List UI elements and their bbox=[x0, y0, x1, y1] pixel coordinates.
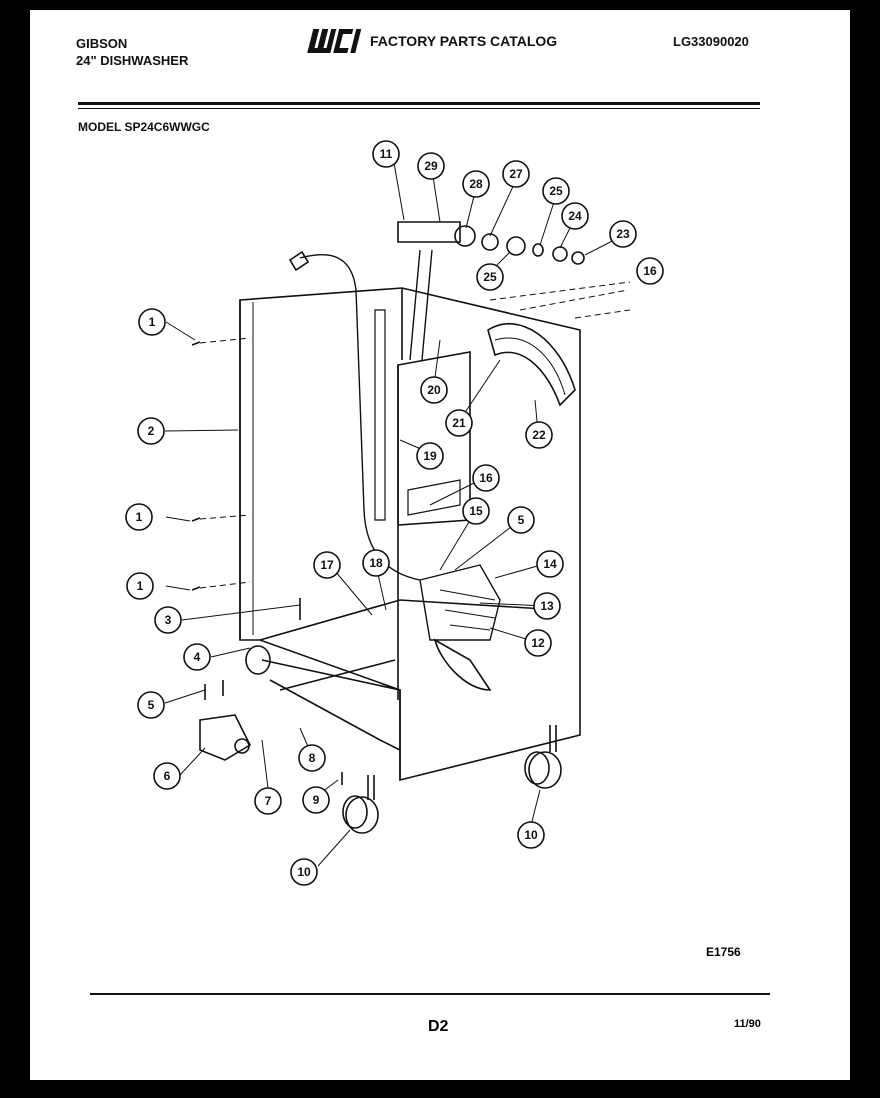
svg-text:28: 28 bbox=[469, 177, 483, 191]
svg-text:9: 9 bbox=[313, 793, 320, 807]
svg-text:11: 11 bbox=[380, 147, 393, 161]
svg-text:16: 16 bbox=[479, 471, 493, 485]
svg-text:2: 2 bbox=[148, 424, 155, 438]
svg-text:5: 5 bbox=[148, 698, 155, 712]
callout-2: 2 bbox=[137, 417, 165, 445]
callout-10a: 10 bbox=[290, 858, 318, 886]
svg-text:24: 24 bbox=[568, 209, 582, 223]
callout-1c: 1 bbox=[126, 572, 154, 600]
brand-name: GIBSON bbox=[76, 36, 128, 51]
page-number: D2 bbox=[428, 1018, 449, 1035]
callout-16a: 16 bbox=[636, 257, 664, 285]
svg-text:10: 10 bbox=[524, 828, 538, 842]
callout-21: 21 bbox=[445, 409, 473, 437]
power-cord bbox=[299, 254, 421, 581]
svg-text:7: 7 bbox=[265, 794, 272, 808]
callout-12: 12 bbox=[524, 629, 552, 657]
callout-1a: 1 bbox=[138, 308, 166, 336]
svg-text:1: 1 bbox=[136, 510, 143, 524]
svg-text:8: 8 bbox=[309, 751, 316, 765]
svg-text:10: 10 bbox=[297, 865, 311, 879]
callout-1b: 1 bbox=[125, 503, 153, 531]
callout-16b: 16 bbox=[472, 464, 500, 492]
svg-text:18: 18 bbox=[369, 556, 383, 570]
model-number: MODEL SP24C6WWGC bbox=[78, 120, 210, 134]
callout-4: 4 bbox=[183, 643, 211, 671]
svg-text:23: 23 bbox=[616, 227, 630, 241]
catalog-title: FACTORY PARTS CATALOG bbox=[370, 33, 558, 49]
callout-7: 7 bbox=[254, 787, 282, 815]
svg-text:4: 4 bbox=[194, 650, 201, 664]
header-rule-thin bbox=[78, 108, 760, 109]
callout-19: 19 bbox=[416, 442, 444, 470]
svg-text:25: 25 bbox=[549, 184, 563, 198]
svg-text:19: 19 bbox=[423, 449, 437, 463]
callout-6: 6 bbox=[153, 762, 181, 790]
callout-29: 29 bbox=[417, 152, 445, 180]
svg-text:3: 3 bbox=[165, 613, 172, 627]
callout-23: 23 bbox=[609, 220, 637, 248]
svg-text:13: 13 bbox=[540, 599, 554, 613]
wci-logo bbox=[307, 29, 362, 53]
svg-text:14: 14 bbox=[543, 557, 557, 571]
callout-5a: 5 bbox=[137, 691, 165, 719]
caster-left bbox=[342, 775, 379, 834]
callout-20: 20 bbox=[420, 376, 448, 404]
callout-8: 8 bbox=[298, 744, 326, 772]
svg-text:15: 15 bbox=[469, 504, 483, 518]
svg-text:16: 16 bbox=[643, 264, 657, 278]
callout-25b: 25 bbox=[476, 263, 504, 291]
callout-14: 14 bbox=[536, 550, 564, 578]
callout-28: 28 bbox=[462, 170, 490, 198]
callout-25a: 25 bbox=[542, 177, 570, 205]
callout-24: 24 bbox=[561, 202, 589, 230]
revision-date: 11/90 bbox=[734, 1018, 761, 1030]
callout-11: 11 bbox=[372, 140, 400, 168]
svg-text:6: 6 bbox=[164, 769, 171, 783]
svg-text:22: 22 bbox=[532, 428, 546, 442]
diagram-code: E1756 bbox=[706, 945, 741, 959]
product-name: 24" DISHWASHER bbox=[76, 53, 189, 68]
svg-text:25: 25 bbox=[483, 270, 497, 284]
catalog-number: LG33090020 bbox=[673, 34, 749, 49]
callout-15: 15 bbox=[462, 497, 490, 525]
svg-text:1: 1 bbox=[149, 315, 156, 329]
svg-text:12: 12 bbox=[531, 636, 545, 650]
svg-text:17: 17 bbox=[320, 558, 334, 572]
header-rule bbox=[78, 102, 760, 105]
cabinet-frame bbox=[239, 287, 581, 782]
callout-17: 17 bbox=[313, 551, 341, 579]
svg-text:5: 5 bbox=[518, 513, 525, 527]
parts-sheet: GIBSON 24" DISHWASHER FACTORY PARTS CATA… bbox=[30, 10, 850, 1080]
callout-27: 27 bbox=[502, 160, 530, 188]
exploded-parts-diagram: 1 2 1 1 3 4 5 6 7 8 9 10 10 11 29 28 27 … bbox=[125, 140, 664, 886]
callout-13: 13 bbox=[533, 592, 561, 620]
callout-9: 9 bbox=[302, 786, 330, 814]
svg-text:27: 27 bbox=[509, 167, 523, 181]
svg-text:1: 1 bbox=[137, 579, 144, 593]
callout-3: 3 bbox=[154, 606, 182, 634]
callout-10b: 10 bbox=[517, 821, 545, 849]
svg-text:20: 20 bbox=[427, 383, 441, 397]
callout-5b: 5 bbox=[507, 506, 535, 534]
callout-22: 22 bbox=[525, 421, 553, 449]
svg-text:29: 29 bbox=[424, 159, 438, 173]
callout-18: 18 bbox=[362, 549, 390, 577]
footer-rule bbox=[90, 993, 770, 995]
caster-right bbox=[524, 725, 562, 789]
svg-text:21: 21 bbox=[452, 416, 466, 430]
